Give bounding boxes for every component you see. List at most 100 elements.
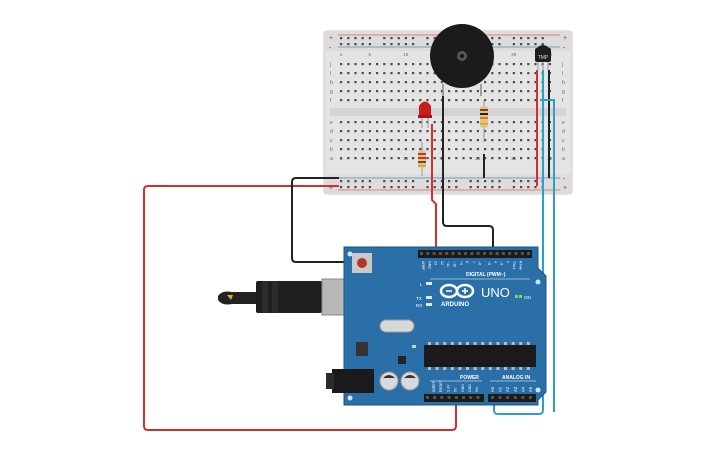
rail-hole[interactable]: [498, 186, 501, 189]
breadboard-hole[interactable]: [520, 121, 523, 124]
breadboard-hole[interactable]: [455, 130, 458, 133]
breadboard-hole[interactable]: [448, 130, 451, 133]
breadboard-hole[interactable]: [520, 130, 523, 133]
breadboard-hole[interactable]: [512, 139, 515, 142]
breadboard-hole[interactable]: [361, 157, 364, 160]
breadboard-hole[interactable]: [347, 72, 350, 75]
rail-hole[interactable]: [455, 180, 458, 183]
rail-hole[interactable]: [412, 37, 415, 40]
header-pin[interactable]: [432, 252, 436, 255]
rail-hole[interactable]: [491, 43, 494, 46]
breadboard-hole[interactable]: [433, 148, 436, 151]
header-pin[interactable]: [447, 396, 451, 399]
breadboard-hole[interactable]: [433, 99, 436, 102]
breadboard-hole[interactable]: [455, 90, 458, 93]
breadboard-hole[interactable]: [368, 139, 371, 142]
breadboard-hole[interactable]: [397, 90, 400, 93]
breadboard-hole[interactable]: [476, 130, 479, 133]
breadboard-hole[interactable]: [440, 99, 443, 102]
breadboard-hole[interactable]: [419, 130, 422, 133]
header-pin[interactable]: [420, 252, 423, 255]
rail-hole[interactable]: [520, 43, 523, 46]
breadboard-hole[interactable]: [376, 99, 379, 102]
header-pin[interactable]: [491, 396, 494, 399]
rail-hole[interactable]: [361, 37, 364, 40]
breadboard-hole[interactable]: [520, 72, 523, 75]
breadboard-hole[interactable]: [376, 90, 379, 93]
breadboard-hole[interactable]: [534, 72, 537, 75]
breadboard-hole[interactable]: [534, 63, 537, 66]
breadboard-hole[interactable]: [368, 157, 371, 160]
breadboard-hole[interactable]: [390, 63, 393, 66]
breadboard-hole[interactable]: [383, 81, 386, 84]
breadboard-hole[interactable]: [505, 148, 508, 151]
breadboard-hole[interactable]: [469, 130, 472, 133]
reset-button-cap[interactable]: [357, 258, 367, 268]
header-pin[interactable]: [508, 252, 512, 255]
breadboard-hole[interactable]: [354, 121, 357, 124]
header-pin[interactable]: [470, 252, 474, 255]
breadboard-hole[interactable]: [455, 139, 458, 142]
rail-hole[interactable]: [426, 37, 429, 40]
breadboard-hole[interactable]: [512, 63, 515, 66]
breadboard-hole[interactable]: [376, 130, 379, 133]
breadboard-hole[interactable]: [455, 121, 458, 124]
rail-hole[interactable]: [383, 37, 386, 40]
breadboard-hole[interactable]: [484, 90, 487, 93]
header-pin[interactable]: [520, 252, 524, 255]
rail-hole[interactable]: [347, 180, 350, 183]
breadboard-hole[interactable]: [368, 81, 371, 84]
header-pin[interactable]: [506, 396, 510, 399]
breadboard-hole[interactable]: [397, 157, 400, 160]
rail-hole[interactable]: [498, 43, 501, 46]
breadboard-hole[interactable]: [498, 99, 501, 102]
breadboard-hole[interactable]: [340, 139, 343, 142]
breadboard-hole[interactable]: [455, 157, 458, 160]
breadboard-hole[interactable]: [512, 81, 515, 84]
header-pin[interactable]: [433, 396, 437, 399]
breadboard-hole[interactable]: [368, 63, 371, 66]
rail-hole[interactable]: [469, 186, 472, 189]
breadboard-hole[interactable]: [462, 148, 465, 151]
breadboard-hole[interactable]: [412, 157, 415, 160]
breadboard-hole[interactable]: [404, 139, 407, 142]
rail-hole[interactable]: [383, 43, 386, 46]
header-pin[interactable]: [527, 252, 531, 255]
rail-hole[interactable]: [390, 37, 393, 40]
breadboard-hole[interactable]: [433, 121, 436, 124]
rail-hole[interactable]: [347, 37, 350, 40]
breadboard-hole[interactable]: [484, 130, 487, 133]
breadboard-hole[interactable]: [390, 72, 393, 75]
breadboard-hole[interactable]: [361, 148, 364, 151]
rail-hole[interactable]: [469, 180, 472, 183]
rail-hole[interactable]: [347, 186, 350, 189]
breadboard-hole[interactable]: [455, 148, 458, 151]
breadboard-hole[interactable]: [512, 72, 515, 75]
breadboard-hole[interactable]: [484, 157, 487, 160]
breadboard-hole[interactable]: [448, 157, 451, 160]
breadboard-hole[interactable]: [397, 99, 400, 102]
breadboard-hole[interactable]: [419, 90, 422, 93]
breadboard-hole[interactable]: [491, 130, 494, 133]
rail-hole[interactable]: [440, 186, 443, 189]
breadboard-hole[interactable]: [412, 130, 415, 133]
red-led[interactable]: [418, 101, 432, 129]
breadboard-hole[interactable]: [505, 157, 508, 160]
breadboard-hole[interactable]: [412, 148, 415, 151]
rail-hole[interactable]: [354, 37, 357, 40]
breadboard-hole[interactable]: [505, 139, 508, 142]
breadboard-hole[interactable]: [527, 139, 530, 142]
header-pin[interactable]: [451, 252, 455, 255]
header-pin[interactable]: [483, 252, 486, 255]
rail-hole[interactable]: [520, 186, 523, 189]
header-pin[interactable]: [529, 396, 532, 399]
breadboard-hole[interactable]: [476, 121, 479, 124]
header-pin[interactable]: [521, 396, 525, 399]
breadboard-hole[interactable]: [462, 130, 465, 133]
breadboard-hole[interactable]: [361, 63, 364, 66]
rail-hole[interactable]: [383, 186, 386, 189]
breadboard-hole[interactable]: [498, 72, 501, 75]
breadboard-hole[interactable]: [520, 90, 523, 93]
breadboard-hole[interactable]: [390, 90, 393, 93]
breadboard-hole[interactable]: [354, 99, 357, 102]
